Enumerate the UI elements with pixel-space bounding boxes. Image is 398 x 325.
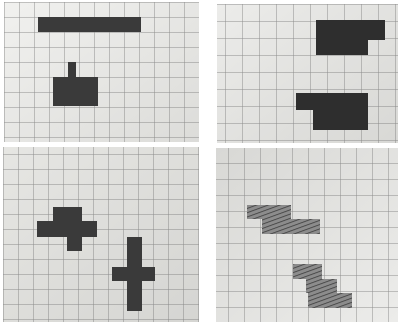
grid-photo-bottom-right — [216, 148, 398, 322]
vertical-gutter — [199, 0, 216, 325]
horizontal-gutter — [0, 143, 398, 147]
grid-photo-top-right — [217, 4, 398, 144]
long-bar-shape — [38, 17, 141, 32]
grid-photo-bottom-left — [3, 147, 200, 322]
grid-photo-top-left — [4, 2, 199, 142]
